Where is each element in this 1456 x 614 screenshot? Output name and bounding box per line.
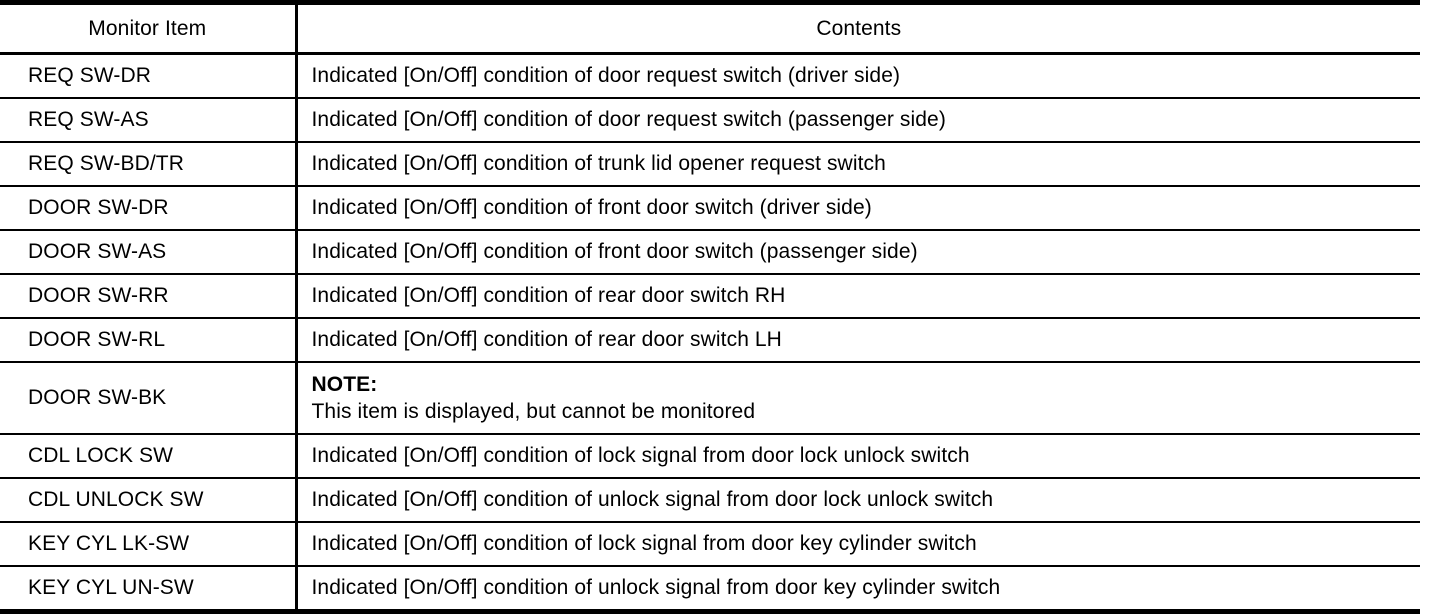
monitor-item-contents: Indicated [On/Off] condition of unlock s…	[296, 478, 1420, 523]
monitor-item-name: REQ SW-AS	[0, 98, 298, 143]
monitor-item-contents: Indicated [On/Off] condition of rear doo…	[296, 274, 1420, 319]
monitor-item-contents: Indicated [On/Off] condition of unlock s…	[296, 566, 1420, 614]
monitor-item-contents: Indicated [On/Off] condition of door req…	[296, 98, 1420, 143]
monitor-item-name: CDL UNLOCK SW	[0, 478, 298, 523]
note-text: This item is displayed, but cannot be mo…	[311, 399, 756, 423]
monitor-item-name: KEY CYL LK-SW	[0, 522, 298, 567]
monitor-item-name: REQ SW-BD/TR	[0, 142, 298, 187]
monitor-item-contents: Indicated [On/Off] condition of rear doo…	[296, 318, 1420, 363]
monitor-item-contents: Indicated [On/Off] condition of front do…	[296, 230, 1420, 275]
note-label: NOTE:	[311, 372, 378, 396]
table-row: DOOR SW-BK NOTE: This item is displayed, b…	[0, 362, 1420, 435]
monitor-item-contents: Indicated [On/Off] condition of door req…	[296, 53, 1420, 99]
monitor-item-contents: Indicated [On/Off] condition of front do…	[296, 186, 1420, 231]
monitor-item-contents: Indicated [On/Off] condition of trunk li…	[296, 142, 1420, 187]
column-header-contents: Contents	[296, 0, 1420, 55]
table-header-row: Monitor Item Contents	[0, 0, 1420, 55]
monitor-item-contents: Indicated [On/Off] condition of lock sig…	[296, 434, 1420, 479]
table-header: Monitor Item Contents	[0, 0, 1420, 55]
monitor-item-contents: Indicated [On/Off] condition of lock sig…	[296, 522, 1420, 567]
monitor-item-name: DOOR SW-DR	[0, 186, 298, 231]
monitor-item-name: DOOR SW-RL	[0, 318, 298, 363]
monitor-item-name: CDL LOCK SW	[0, 434, 298, 479]
monitor-item-contents: NOTE: This item is displayed, but cannot …	[296, 362, 1420, 435]
monitor-item-name: REQ SW-DR	[0, 53, 298, 99]
column-header-monitor-item: Monitor Item	[0, 0, 298, 55]
monitor-item-name: DOOR SW-RR	[0, 274, 298, 319]
monitor-item-name: DOOR SW-BK	[0, 362, 298, 435]
monitor-item-name: KEY CYL UN-SW	[0, 566, 298, 614]
monitor-item-name: DOOR SW-AS	[0, 230, 298, 275]
